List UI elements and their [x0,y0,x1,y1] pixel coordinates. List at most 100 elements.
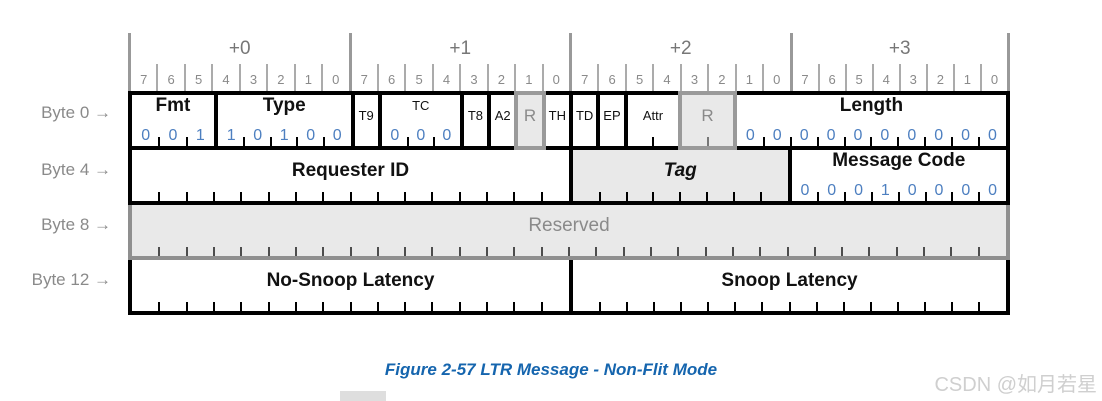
bit-slot: 1 [187,95,214,146]
bit-slot [405,150,434,201]
bit-slot [323,205,352,256]
bit-slot [600,260,629,311]
bit-number: 2 [709,64,737,95]
bit-slot: 0 [845,150,873,201]
bit-slots [132,205,1006,256]
bit-slot [817,260,845,311]
bit-slot [573,260,602,311]
bit-slot: 1 [218,95,245,146]
bit-slot [487,205,516,256]
bit-slot: 0 [159,95,188,146]
field-snoop-latency: Snoop Latency [569,260,1006,311]
bit-slot [351,150,380,201]
bit-value: 0 [141,127,151,144]
bit-slots [573,260,1006,311]
bit-slot: 0 [952,150,980,201]
bit-slot [869,205,899,256]
row-byte-8: Reserved [128,205,1010,260]
bit-slot [681,260,710,311]
bit-slot [187,260,216,311]
bit-slot [351,205,380,256]
byte-row-label: Byte 12 → [31,269,111,289]
bit-slot [214,150,243,201]
bit-number: 6 [158,64,186,95]
row-byte-12: No-Snoop Latency Snoop Latency [128,260,1010,315]
bit-number: 6 [379,64,407,95]
field-t9: T9 [350,95,378,146]
bit-slots [573,150,788,201]
bit-slot [405,205,434,256]
bit-value: 0 [332,127,342,144]
bit-value: 0 [880,127,890,144]
byte-group-label: +2 [669,37,692,59]
bit-number: 3 [901,64,928,95]
bit-slot [790,260,818,311]
bit-number: 4 [434,64,462,95]
bit-number: 1 [296,64,324,95]
bit-value: 0 [934,127,944,144]
field-label: TH [548,108,567,124]
bit-slot: 0 [926,150,954,201]
bit-number: 7 [131,64,159,95]
bit-number: 7 [572,64,600,95]
figure-caption: Figure 2-57 LTR Message - Non-Flit Mode [384,360,718,379]
bit-slot [460,150,489,201]
bit-slot: 0 [979,150,1006,201]
bit-slot [378,260,407,311]
bit-slot [628,95,655,146]
bit-number: 0 [773,72,781,87]
field-label: Message Code [832,150,966,171]
selection-artifact [340,391,386,401]
bit-slot [706,205,735,256]
bit-value: 0 [442,127,452,144]
bit-slot [600,150,628,201]
bit-slot [378,205,407,256]
bit-slot [654,260,683,311]
bit-value: 0 [390,127,400,144]
bit-number: 5 [847,64,874,95]
bit-slot [296,150,325,201]
bit-slot [132,150,161,201]
field-label: No-Snoop Latency [266,270,435,292]
field-label: Snoop Latency [721,270,858,292]
bit-slot [241,260,270,311]
bit-slot [351,260,380,311]
field-label: T8 [467,108,483,124]
field-label: Type [262,95,306,116]
field-ep: EP [596,95,623,146]
bit-slot [132,260,161,311]
bit-slot [651,205,680,256]
bit-slots [132,150,569,201]
bit-slot [214,260,243,311]
field-a2: A2 [487,95,514,146]
field-requester-id: Requester ID [132,150,569,201]
field-label: TD [575,108,594,124]
bit-slot [432,150,462,201]
field-td: TD [569,95,596,146]
bit-value: 0 [961,182,971,199]
bit-value: 1 [226,127,236,144]
field-r: R [678,91,737,150]
bit-slot [187,150,216,201]
bit-slot [432,205,462,256]
bit-value: 0 [934,182,944,199]
bit-slot: 0 [408,95,435,146]
bit-value: 0 [907,127,917,144]
bit-number: 1 [737,64,765,95]
field-label: Fmt [155,95,191,116]
bit-number: 1 [516,64,544,95]
field-th: TH [541,95,569,146]
bit-slot [378,150,407,201]
bit-slots [628,95,679,146]
bit-slot [323,150,352,201]
bit-slot [514,205,544,256]
